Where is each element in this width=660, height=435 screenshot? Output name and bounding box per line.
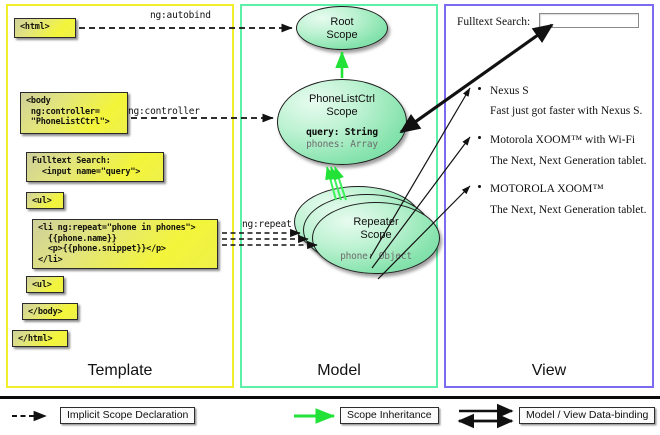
body-close-box: </body> [22, 303, 78, 320]
search-box: Fulltext Search: <input name="query"> [26, 152, 164, 182]
connector-label-autobind: ng:autobind [150, 10, 211, 21]
view-list-item-3: MOTOROLA XOOM™ [478, 179, 604, 197]
column-label-view: View [531, 362, 567, 379]
ctrl-scope-field-phones: phones: Array [306, 138, 378, 150]
root-scope: Root Scope [296, 6, 388, 50]
column-label-template: Template [87, 362, 153, 379]
repeater-scope-instance-1: Repeater Scope phone: Object [312, 202, 440, 274]
ul-close-box: <ul> [26, 276, 64, 293]
body-open-box: <body ng:controller= "PhoneListCtrl"> [20, 92, 128, 134]
phonelistctrl-scope: PhoneListCtrl Scope query: String phones… [277, 79, 407, 165]
bullet-icon [478, 185, 481, 189]
root-scope-title-line1: Root [330, 16, 354, 28]
root-scope-title-line2: Scope [326, 28, 358, 41]
view-item-snippet-2: The Next, Next Generation tablet. [490, 155, 647, 167]
li-repeat-box: <li ng:repeat="phone in phones"> {{phone… [32, 219, 218, 269]
view-list-item-1: Nexus S [478, 81, 529, 99]
ul-open-box: <ul> [26, 192, 64, 209]
legend-label-model-view-data-binding: Model / View Data-binding [519, 407, 656, 424]
repeater-scope-title-line1: Repeater [353, 216, 399, 228]
view-list-item-2: Motorola XOOM™ with Wi-Fi [478, 130, 635, 148]
column-label-model: Model [317, 362, 361, 379]
ctrl-scope-field-query: query: String [306, 127, 378, 138]
view-search-label: Fulltext Search: [457, 16, 531, 28]
view-item-snippet-3: The Next, Next Generation tablet. [490, 204, 647, 216]
ctrl-scope-title-line2: Scope [326, 105, 358, 118]
connector-label-controller: ng:controller [128, 106, 200, 117]
bullet-icon [478, 136, 481, 140]
view-item-name-2: Motorola XOOM™ with Wi-Fi [490, 134, 636, 146]
repeater-scope-title-line2: Scope [360, 228, 392, 241]
view-item-name-1: Nexus S [490, 85, 529, 97]
view-item-name-3: MOTOROLA XOOM™ [490, 183, 604, 195]
bullet-icon [478, 87, 481, 91]
legend-label-scope-inheritance: Scope Inheritance [340, 407, 439, 424]
html-close-box: </html> [12, 330, 68, 347]
view-item-snippet-1: Fast just got faster with Nexus S. [490, 105, 643, 117]
repeater-scope-field-phone: phone: Object [340, 251, 412, 262]
ctrl-scope-title-line1: PhoneListCtrl [308, 93, 376, 105]
connector-label-repeat: ng:repeat [242, 219, 292, 230]
legend-label-implicit-scope-declaration: Implicit Scope Declaration [60, 407, 196, 424]
legend-divider [0, 396, 660, 399]
html-open-box: <html> [14, 18, 76, 38]
search-input[interactable] [539, 13, 639, 28]
